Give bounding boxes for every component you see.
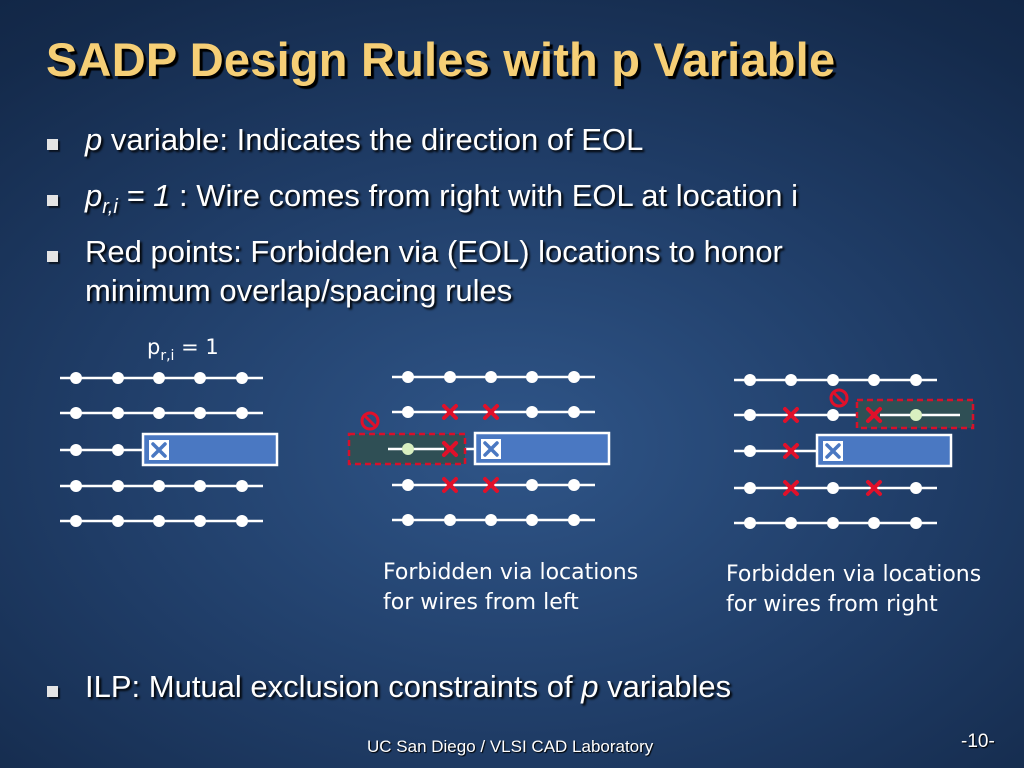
- via-location-dot: [112, 372, 124, 384]
- via-location-dot: [744, 517, 756, 529]
- ilp-bullet: ILP: Mutual exclusion constraints of p v…: [85, 666, 731, 708]
- prohibited-icon: [360, 411, 380, 431]
- via-location-dot: [827, 374, 839, 386]
- via-location-dot: [868, 374, 880, 386]
- via-location-dot: [70, 372, 82, 384]
- via-location-dot: [910, 409, 922, 421]
- via-location-dot: [910, 374, 922, 386]
- via-location-dot: [236, 407, 248, 419]
- via-location-dot: [444, 371, 456, 383]
- via-location-dot: [827, 482, 839, 494]
- via-location-dot: [785, 517, 797, 529]
- via-location-dot: [194, 515, 206, 527]
- marks: [147, 388, 960, 496]
- bullet-3-line-2: minimum overlap/spacing rules: [85, 273, 513, 308]
- slide-title: SADP Design Rules with p Variable: [46, 33, 836, 86]
- via-location-dot: [112, 480, 124, 492]
- bullet-2: pr,i = 1 : Wire comes from right with EO…: [85, 175, 798, 228]
- via-location-dot: [785, 374, 797, 386]
- via-location-dot: [568, 479, 580, 491]
- prohibited-icon: [829, 388, 849, 408]
- caption-left-line-2: for wires from left: [383, 590, 579, 615]
- via-cross-icon: [147, 438, 171, 462]
- via-location-dot: [236, 515, 248, 527]
- footer-lab: UC San Diego / VLSI CAD Laboratory: [367, 737, 654, 756]
- bullet-square-icon: [47, 195, 58, 206]
- caption-right-line-2: for wires from right: [726, 592, 938, 617]
- via-location-dot: [194, 480, 206, 492]
- via-location-dot: [868, 517, 880, 529]
- bullet-2-p: p: [85, 178, 103, 213]
- caption-right-line-1: Forbidden via locations: [726, 562, 982, 587]
- via-location-dot: [402, 443, 414, 455]
- via-location-dot: [744, 445, 756, 457]
- via-location-dot: [70, 407, 82, 419]
- via-location-dot: [526, 371, 538, 383]
- via-location-dot: [827, 409, 839, 421]
- via-cross-icon: [479, 437, 503, 461]
- via-location-dot: [194, 407, 206, 419]
- via-location-dot: [568, 514, 580, 526]
- via-location-dot: [744, 409, 756, 421]
- via-location-dot: [910, 482, 922, 494]
- via-location-dot: [910, 517, 922, 529]
- via-cross-icon: [821, 439, 845, 463]
- bullet-square-icon: [47, 686, 58, 697]
- via-location-dot: [153, 515, 165, 527]
- via-location-dot: [526, 514, 538, 526]
- caption-left-line-1: Forbidden via locations: [383, 560, 639, 585]
- bullet-1: p variable: Indicates the direction of E…: [85, 119, 643, 161]
- via-location-dot: [236, 372, 248, 384]
- bullet-square-icon: [47, 251, 58, 262]
- caption-left: Forbidden via locations for wires from l…: [383, 558, 638, 618]
- ilp-text-after: variables: [598, 669, 732, 704]
- via-location-dot: [194, 372, 206, 384]
- bullet-2-text: : Wire comes from right with EOL at loca…: [170, 178, 799, 213]
- via-location-dot: [444, 514, 456, 526]
- via-location-dot: [112, 515, 124, 527]
- via-location-dot: [485, 371, 497, 383]
- via-location-dot: [568, 406, 580, 418]
- bullet-2-equals: = 1: [117, 178, 171, 213]
- via-location-dot: [744, 374, 756, 386]
- via-location-dot: [112, 444, 124, 456]
- diagram-label-p: p: [147, 335, 161, 359]
- caption-right: Forbidden via locations for wires from r…: [726, 560, 981, 620]
- ilp-italic-p: p: [581, 669, 599, 704]
- via-location-dot: [485, 514, 497, 526]
- via-location-dot: [402, 479, 414, 491]
- via-location-dot: [827, 517, 839, 529]
- via-location-dot: [153, 480, 165, 492]
- via-location-dot: [153, 407, 165, 419]
- via-location-dot: [70, 480, 82, 492]
- bullet-1-italic: p: [85, 122, 103, 157]
- bullet-1-text: variable: Indicates the direction of EOL: [102, 122, 644, 157]
- diagram-label: pr,i = 1: [147, 332, 219, 371]
- via-location-dot: [70, 444, 82, 456]
- bullet-3-line-1: Red points: Forbidden via (EOL) location…: [85, 234, 783, 269]
- via-location-dot: [568, 371, 580, 383]
- via-location-dot: [744, 482, 756, 494]
- ilp-text-before: ILP: Mutual exclusion constraints of: [85, 669, 582, 704]
- via-location-dot: [526, 479, 538, 491]
- via-location-dot: [402, 406, 414, 418]
- via-location-dot: [70, 515, 82, 527]
- bullet-2-subscript: r,i: [102, 196, 118, 218]
- via-location-dot: [402, 514, 414, 526]
- page-number: -10-: [961, 731, 995, 752]
- via-location-dot: [153, 372, 165, 384]
- diagram-label-subscript: r,i: [160, 348, 175, 364]
- bullet-square-icon: [47, 139, 58, 150]
- via-location-dot: [112, 407, 124, 419]
- diagram-label-equals: = 1: [174, 335, 219, 359]
- via-location-dot: [526, 406, 538, 418]
- wires: [141, 398, 975, 468]
- via-location-dot: [402, 371, 414, 383]
- via-location-dot: [236, 480, 248, 492]
